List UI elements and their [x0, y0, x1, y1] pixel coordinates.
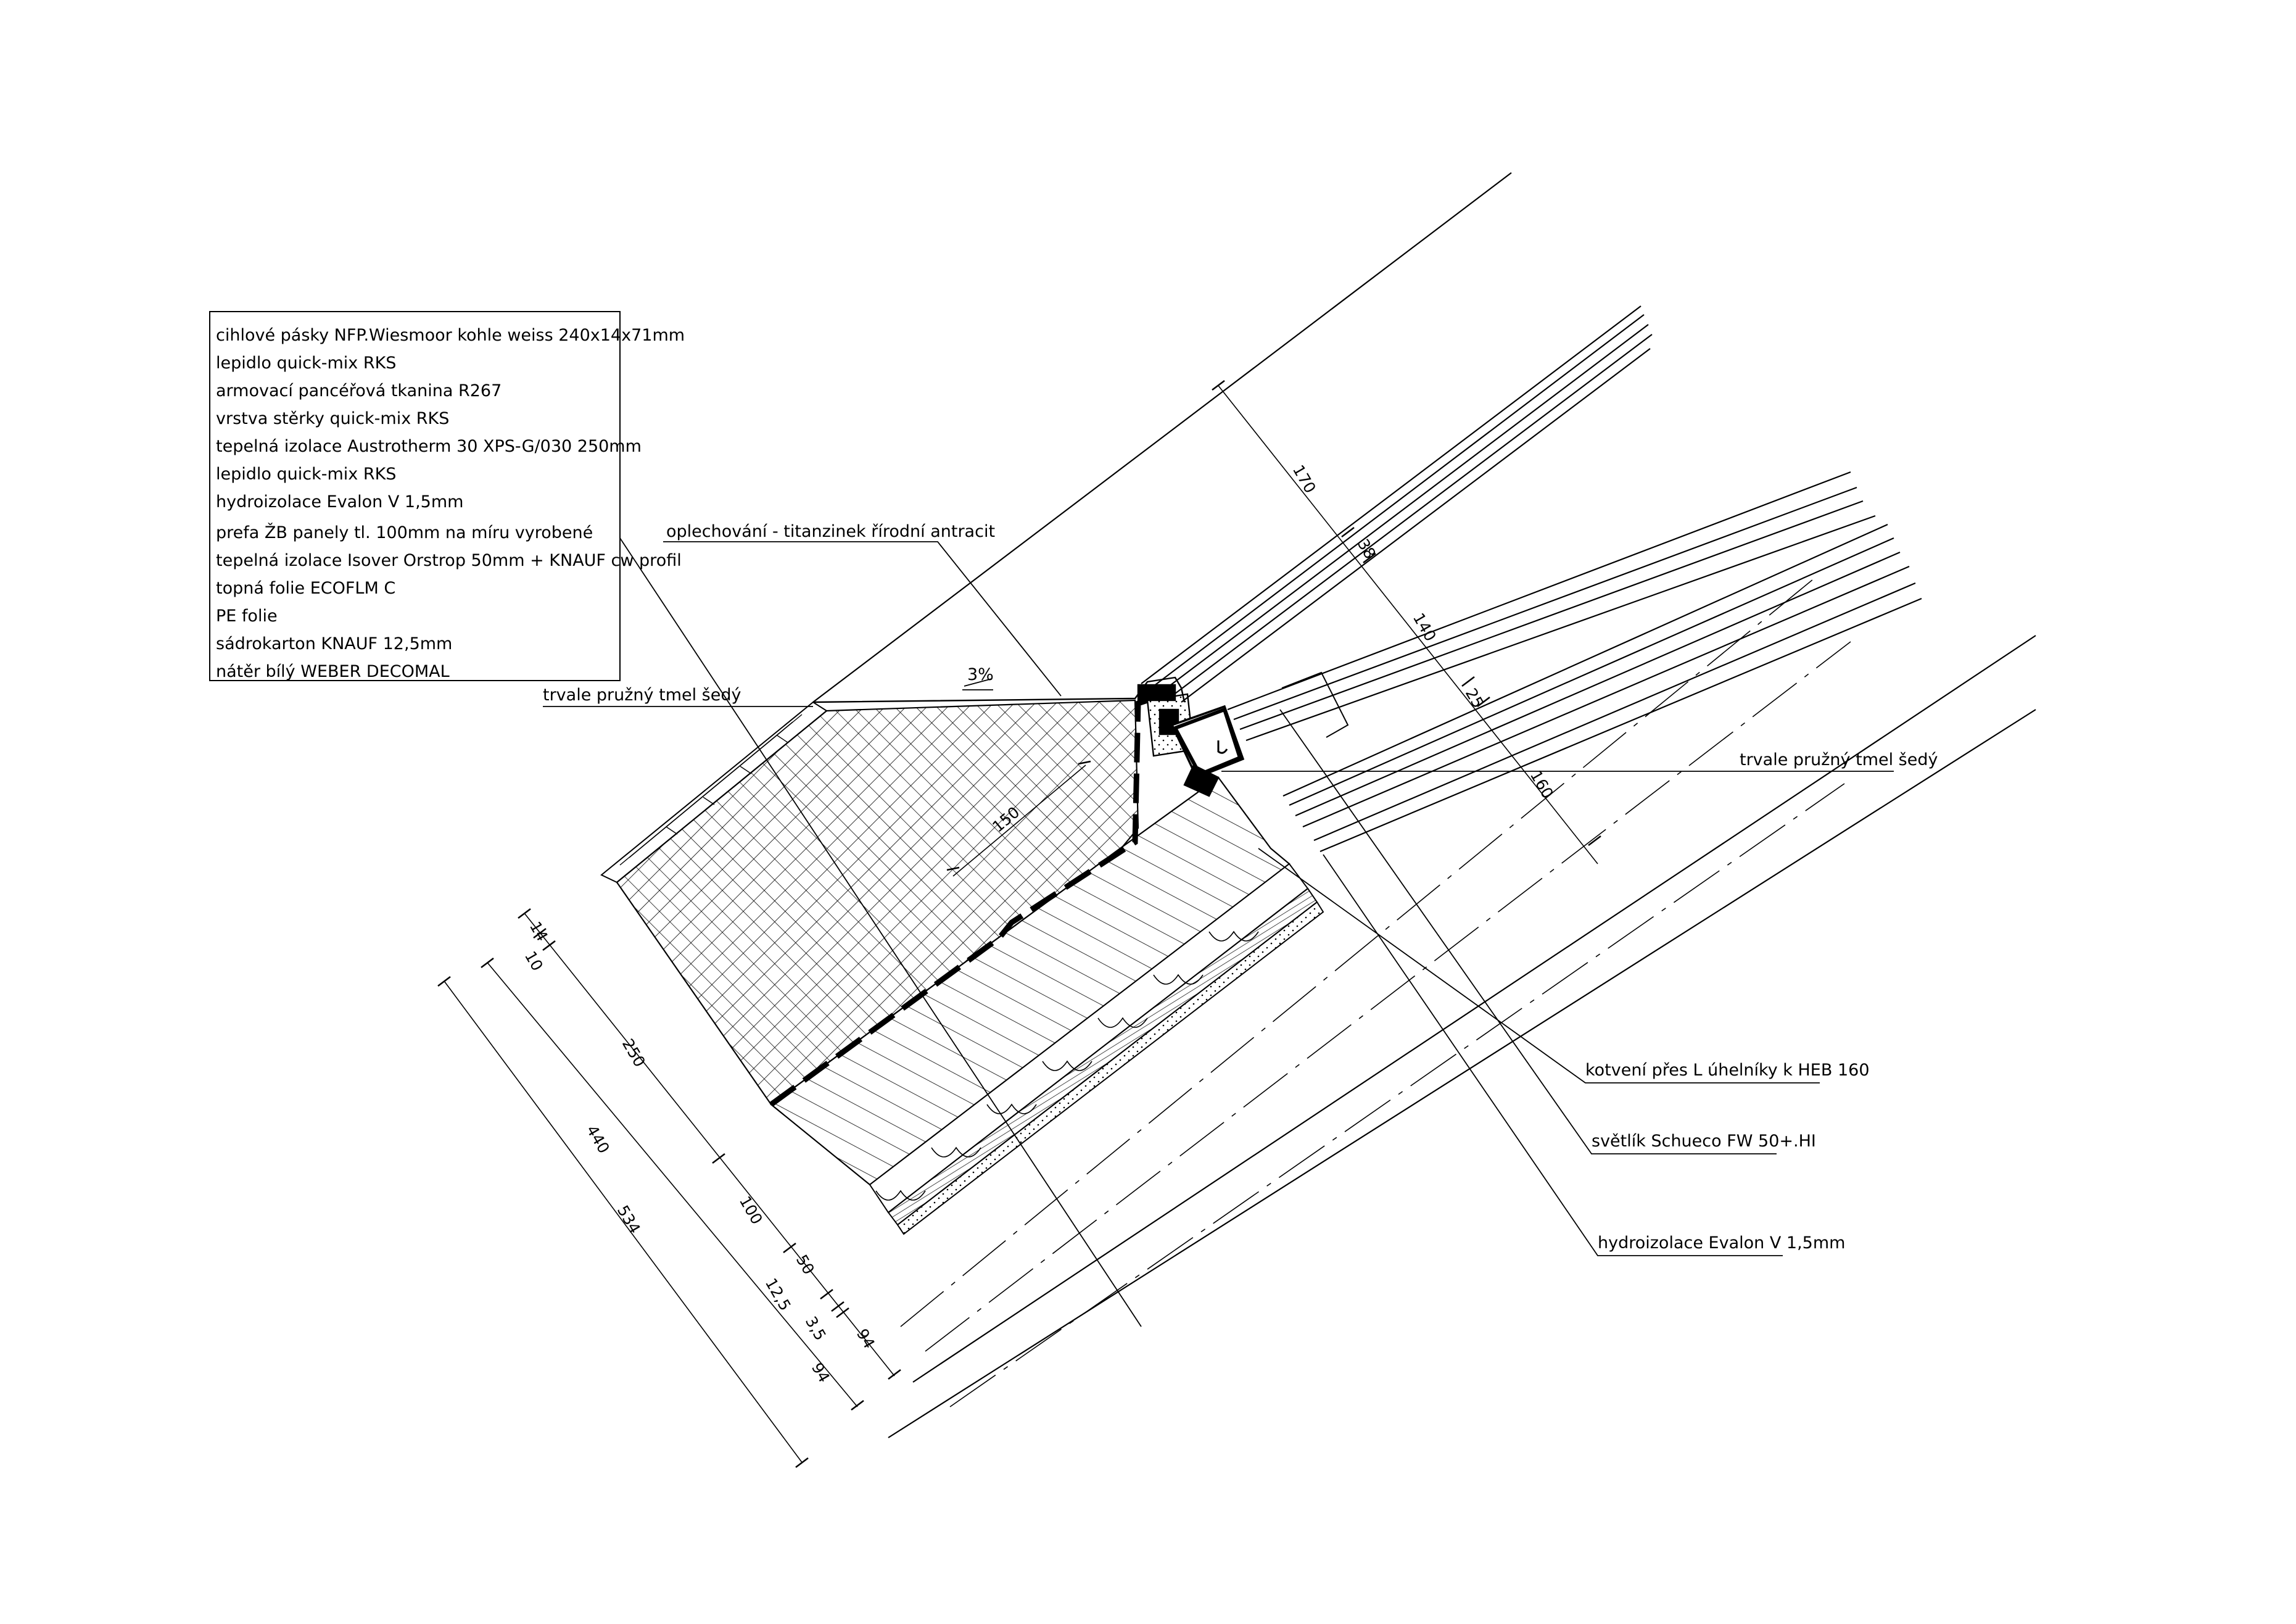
dim-12-5: 12,5	[762, 1275, 795, 1314]
leader-lines	[543, 537, 1894, 1327]
steel-beam-outline	[1281, 671, 1349, 738]
legend-line-5: tepelná izolace Austrotherm 30 XPS-G/030…	[216, 437, 642, 456]
dim-160: 160	[1527, 768, 1557, 802]
callout-sealant-left: trvale pružný tmel šedý	[543, 686, 741, 705]
legend-line-9: tepelná izolace Isover Orstrop 50mm + KN…	[216, 551, 682, 570]
callout-anchoring: kotvení přes L úhelníky k HEB 160	[1585, 1061, 1870, 1080]
callout-flashing: oplechování - titanzinek řírodní antraci…	[666, 522, 995, 541]
legend-line-7: hydroizolace Evalon V 1,5mm	[216, 492, 463, 512]
callout-sealant-right: trvale pružný tmel šedý	[1740, 750, 1938, 769]
dim-534: 534	[614, 1203, 644, 1237]
legend-line-4: vrstva stěrky quick-mix RKS	[216, 409, 449, 428]
dim-94-outer: 94	[808, 1360, 833, 1386]
legend-line-1: cihlové pásky NFP.Wiesmoor kohle weiss 2…	[216, 326, 685, 345]
dim-50: 50	[793, 1252, 818, 1278]
dim-440: 440	[583, 1122, 613, 1157]
dim-100: 100	[736, 1193, 766, 1228]
mineral-wool-insulation	[869, 863, 1324, 1235]
legend-line-10: topná folie ECOFLM C	[216, 579, 395, 598]
legend-line-3: armovací pancéřová tkanina R267	[216, 381, 502, 400]
skylight-profile	[812, 676, 1245, 797]
dim-10: 10	[521, 948, 547, 974]
dim-14: 14	[526, 919, 551, 945]
legend-line-13: nátěr bílý WEBER DECOMAL	[216, 662, 450, 681]
dim-250: 250	[619, 1036, 649, 1071]
legend-line-6: lepidlo quick-mix RKS	[216, 465, 396, 484]
dim-170: 170	[1289, 462, 1319, 497]
legend-line-12: sádrokarton KNAUF 12,5mm	[216, 634, 452, 653]
dim-25: 25	[1462, 686, 1487, 711]
roof-plane-lines	[812, 172, 2036, 1438]
dimension-lines	[437, 379, 1601, 1469]
layers-legend: cihlové pásky NFP.Wiesmoor kohle weiss 2…	[209, 311, 685, 681]
legend-line-2: lepidlo quick-mix RKS	[216, 354, 396, 373]
legend-line-8: prefa ŽB panely tl. 100mm na míru vyrobe…	[216, 523, 593, 542]
legend-line-11: PE folie	[216, 607, 278, 626]
callout-skylight: světlík Schueco FW 50+.HI	[1592, 1132, 1816, 1151]
dim-3-5: 3,5	[802, 1314, 830, 1344]
slope-label: 3%	[967, 665, 994, 684]
waterproofing-membrane	[769, 697, 1149, 1107]
dim-38: 38	[1354, 536, 1379, 562]
callout-waterproofing: hydroizolace Evalon V 1,5mm	[1598, 1233, 1845, 1253]
